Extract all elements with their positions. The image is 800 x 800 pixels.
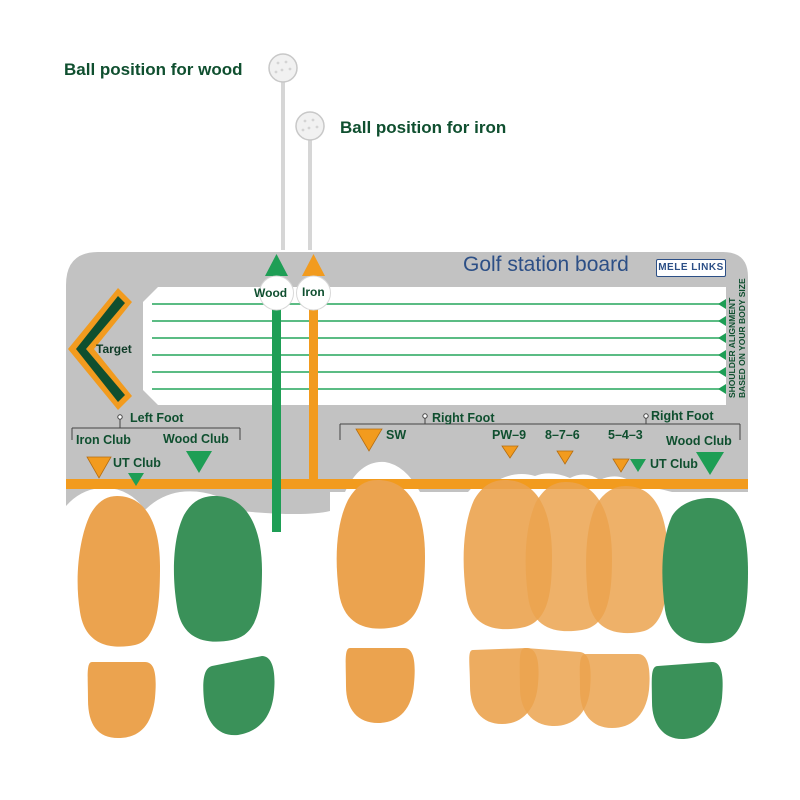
pw-9-label: PW–9 bbox=[492, 428, 527, 442]
golf-ball-icon bbox=[295, 111, 325, 141]
alignment-note-line2: BASED ON YOUR BODY SIZE bbox=[737, 278, 747, 398]
wood-arrow-label: Wood bbox=[254, 286, 288, 300]
right-ut-club-label: UT Club bbox=[650, 457, 698, 471]
target-chevron-icon bbox=[68, 288, 132, 410]
footprint-icon bbox=[77, 480, 748, 647]
right-wood-club-label: Wood Club bbox=[666, 434, 732, 448]
wood-arrow bbox=[259, 254, 294, 532]
iron-arrow-label: Iron bbox=[302, 285, 325, 299]
wood-ball-callout: Ball position for wood bbox=[64, 60, 243, 79]
target-label: Target bbox=[96, 342, 132, 356]
alignment-lines bbox=[152, 303, 720, 390]
right-foot-label: Right Foot bbox=[651, 409, 714, 423]
iron-543-label: 5–4–3 bbox=[608, 428, 643, 442]
sw-label: SW bbox=[386, 428, 407, 442]
left-wood-club-label: Wood Club bbox=[163, 432, 229, 446]
iron-ball-callout: Ball position for iron bbox=[340, 118, 507, 137]
foot-brackets bbox=[71, 413, 741, 440]
brand-logo: MELE LINKS bbox=[656, 259, 726, 277]
golf-ball-icon bbox=[268, 53, 298, 83]
alignment-note-line1: SHOULDER ALIGNMENT bbox=[727, 297, 737, 398]
alignment-panel bbox=[143, 287, 726, 405]
left-foot-label: Left Foot bbox=[130, 411, 184, 425]
left-iron-club-label: Iron Club bbox=[76, 433, 131, 447]
iron-arrow bbox=[296, 254, 331, 482]
iron-876-label: 8–7–6 bbox=[545, 428, 580, 442]
foot-baseline bbox=[66, 479, 748, 489]
right-foot-label: Right Foot bbox=[432, 411, 495, 425]
triangle-marker-icon bbox=[86, 428, 724, 486]
left-ut-club-label: UT Club bbox=[113, 456, 161, 470]
footprint-icon bbox=[87, 648, 723, 740]
board-title: Golf station board bbox=[463, 253, 629, 276]
alignment-line-arrowheads bbox=[718, 299, 726, 394]
